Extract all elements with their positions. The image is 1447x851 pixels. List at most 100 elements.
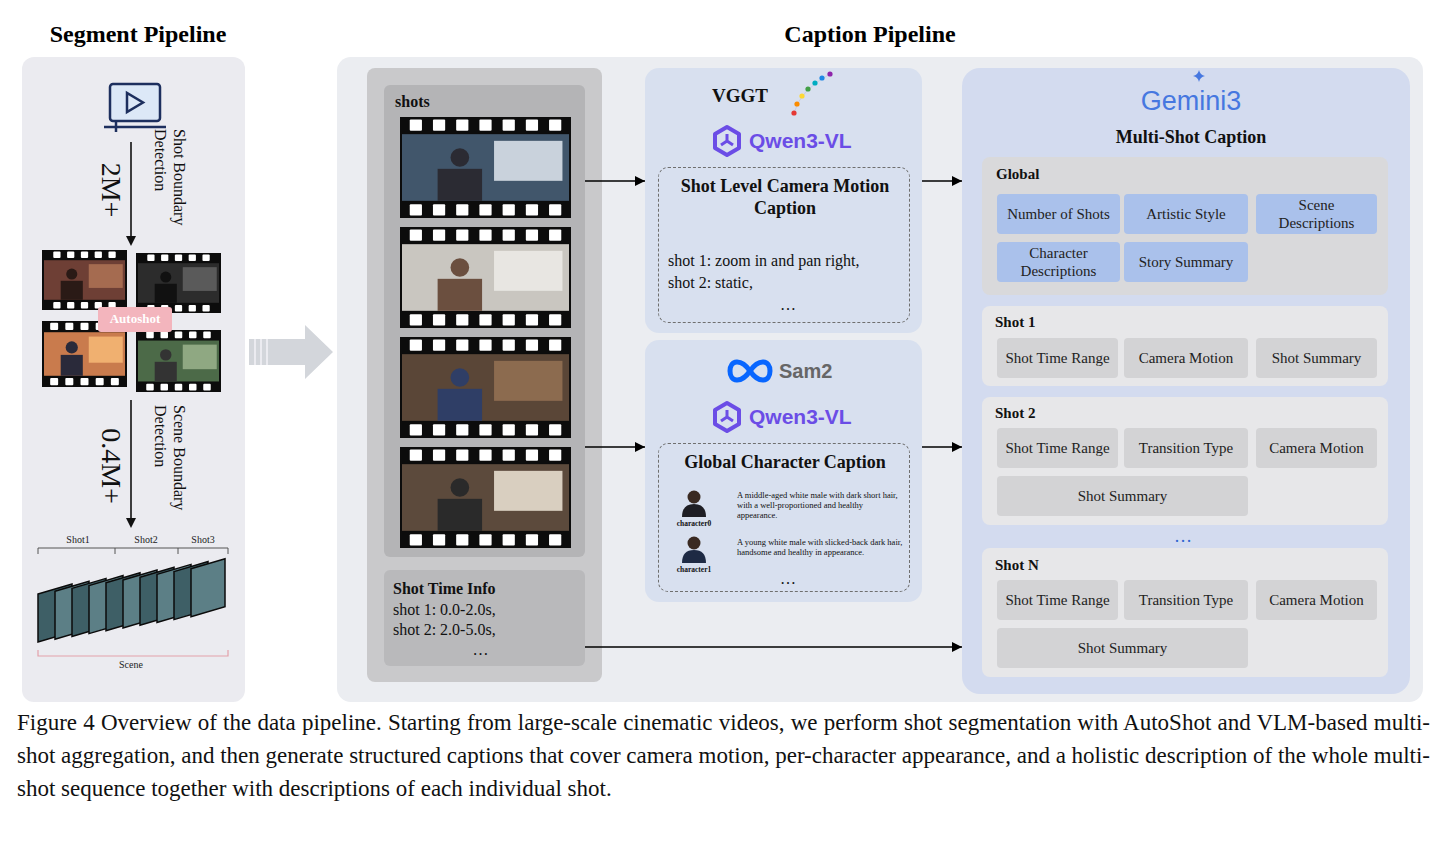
model-name: Qwen3-VL [749, 404, 899, 429]
text-slot: Number of Shots [997, 194, 1120, 234]
model-name: Gemini3 [1086, 85, 1296, 117]
film-collage [61, 281, 83, 300]
character-description: A middle-aged white male with dark short… [737, 490, 903, 521]
text-slot: Sam2 [779, 359, 869, 383]
shot-bracket [38, 548, 228, 554]
text-slot: Shot3 [188, 534, 218, 545]
vggt-logo [805, 86, 810, 91]
film-strip [433, 534, 445, 545]
section-box: GlobalNumber of ShotsArtistic StyleScene… [982, 157, 1388, 295]
film-strip [526, 340, 538, 351]
figure-caption: Figure 4 Overview of the data pipeline. … [17, 706, 1430, 805]
film-collage [81, 252, 88, 259]
text-slot: Shot N [995, 556, 1115, 574]
text-slot: Transition Type [1124, 580, 1248, 620]
character-icon [688, 491, 701, 504]
film-strip [433, 450, 445, 461]
film-strip [526, 314, 538, 325]
ellipsis: … [668, 569, 908, 590]
text-slot: Scene Boundary Detection [151, 405, 189, 527]
text-slot: character1 [669, 566, 719, 574]
column-ground [367, 68, 602, 682]
film-collage [53, 252, 60, 259]
film-collage [155, 362, 177, 382]
film-strip [402, 354, 569, 421]
text-slot: Character Descriptions [997, 242, 1120, 282]
model-name: Sam2 [779, 359, 869, 383]
character-id: character0 [669, 520, 719, 528]
box-text: Shot Time Range [1005, 439, 1109, 457]
film-strip [526, 120, 538, 131]
film-strip [503, 314, 515, 325]
film-strip [479, 120, 491, 131]
film-collage [202, 255, 209, 262]
pipeline-panel: Segment PipelineAutoshot [22, 57, 245, 702]
film-collage [66, 269, 77, 280]
flow-arrow [585, 180, 645, 182]
character-id: character1 [669, 566, 719, 574]
text-slot: shot 1: 0.0-2.0s, [393, 600, 578, 621]
film-collage [89, 264, 123, 288]
film-strip [410, 450, 422, 461]
ellipsis: … [393, 640, 568, 661]
film-strip [410, 120, 422, 131]
film-strip [456, 424, 468, 435]
text-slot: Shot Time Info [393, 579, 578, 598]
panel-title: Multi-Shot Caption [1046, 127, 1336, 149]
flow-arrow [585, 446, 645, 448]
box-text: Transition Type [1139, 591, 1233, 609]
film-strip [456, 340, 468, 351]
panel-heading: Segment Pipeline [22, 20, 254, 49]
text-slot: Caption Pipeline [337, 20, 1403, 49]
frame-stack [106, 573, 140, 631]
text-slot: Camera Motion [1256, 580, 1377, 620]
text-slot: … [668, 295, 908, 316]
film-strip [494, 361, 562, 401]
film-strip [479, 314, 491, 325]
frame-stack [55, 581, 89, 639]
film-strip [503, 534, 515, 545]
vggt-logo [799, 93, 804, 98]
film-strip [549, 230, 561, 241]
text-slot: Figure 4 Overview of the data pipeline. … [17, 706, 1430, 805]
film-collage [175, 305, 182, 312]
text-slot: Qwen3-VL [749, 404, 899, 429]
film-strip [549, 120, 561, 131]
film-strip [503, 424, 515, 435]
film-collage [96, 378, 104, 385]
flow-arrow [922, 180, 962, 182]
film-strip [526, 450, 538, 461]
box-text: Camera Motion [1269, 591, 1364, 609]
vggt-logo [827, 71, 832, 76]
film-collage [42, 250, 221, 392]
scene-bracket [38, 650, 228, 656]
film-strip [456, 230, 468, 241]
film-collage [81, 378, 89, 385]
film-collage [66, 341, 78, 353]
film-strip [451, 258, 470, 277]
qwen-logo [715, 403, 739, 431]
film-collage [81, 323, 89, 330]
text-slot: … [1130, 527, 1236, 545]
film-strip [456, 534, 468, 545]
film-collage [89, 337, 123, 363]
box-text: Shot Time Range [1005, 349, 1109, 367]
film-collage [67, 252, 74, 259]
film-strip [400, 447, 571, 548]
text-slot: Global [996, 165, 1116, 183]
text-slot: … [668, 569, 908, 590]
frame-stack [140, 567, 174, 625]
model-panel: Gemini3Multi-Shot CaptionGlobalNumber of… [962, 68, 1410, 694]
text-slot: 2M+ [96, 150, 127, 230]
qwen-logo [715, 403, 739, 431]
box-text: Camera Motion [1139, 349, 1234, 367]
film-strip [526, 424, 538, 435]
section-title: Shot N [995, 556, 1115, 574]
film-collage [202, 305, 209, 312]
film-collage [147, 255, 154, 262]
text-slot: Multi-Shot Caption [1046, 127, 1336, 149]
text-slot: shot 2: static, [668, 273, 908, 294]
arrow-stripe [260, 339, 262, 365]
character-icon [682, 550, 706, 563]
section-title: Global [996, 165, 1116, 183]
